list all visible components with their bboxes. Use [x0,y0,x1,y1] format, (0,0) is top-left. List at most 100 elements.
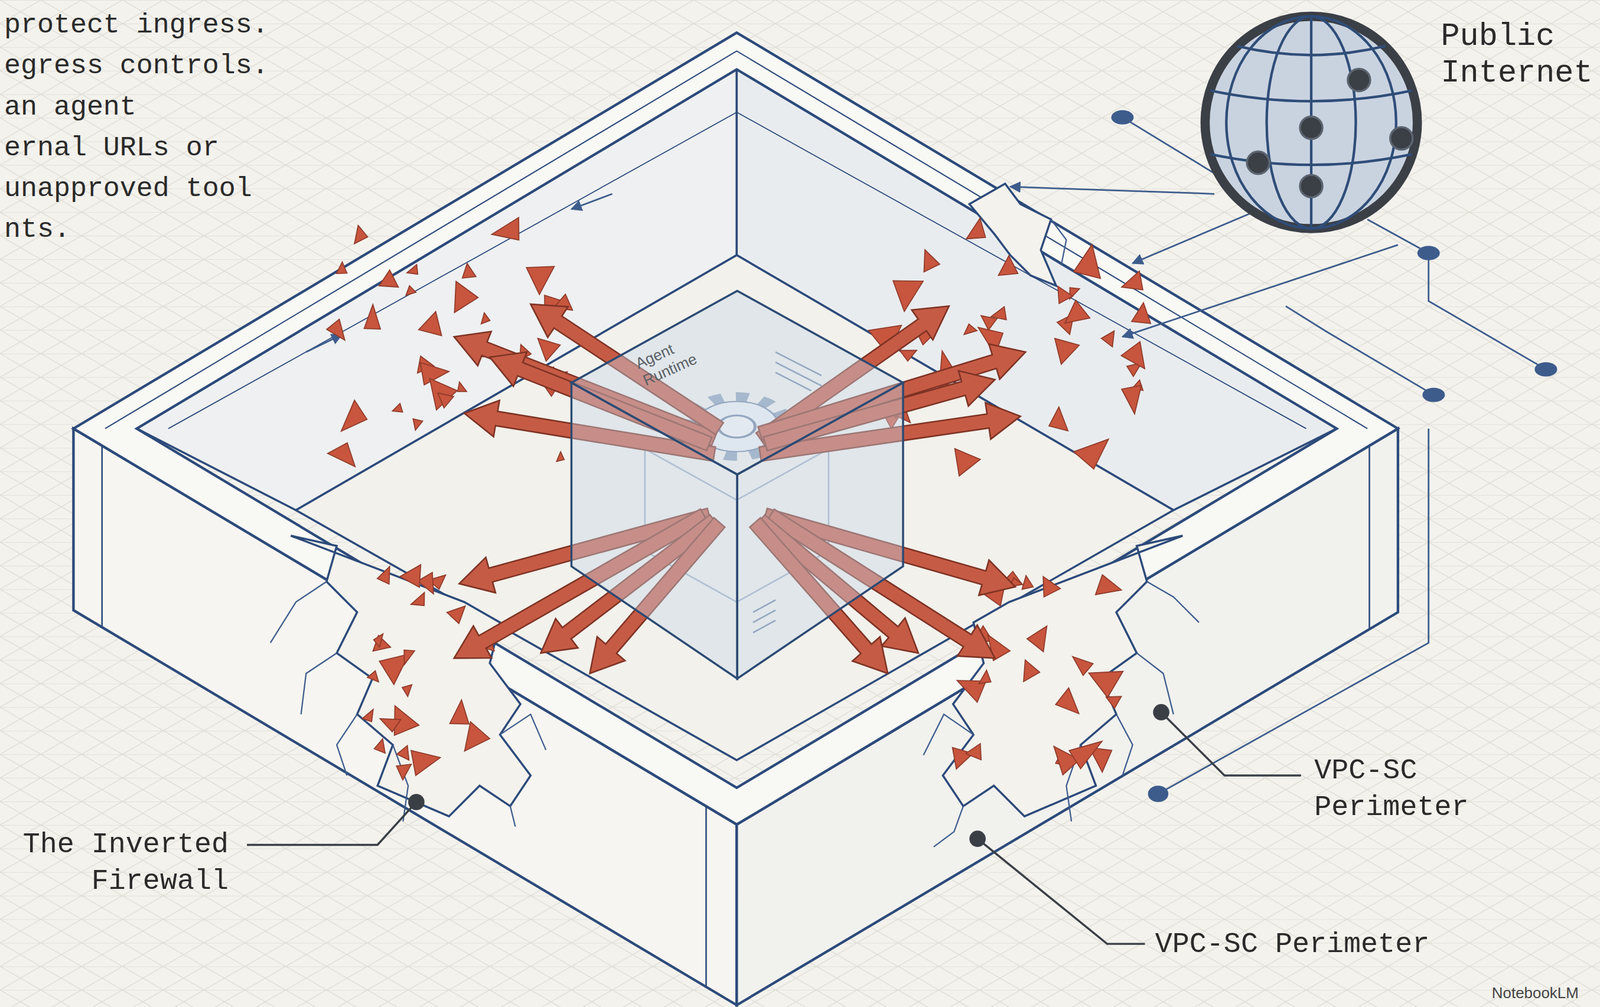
debris-shard [399,564,421,588]
globe-node [1299,174,1323,198]
note-text: an agent [4,89,137,125]
crack-lines [270,219,1199,847]
debris-shard [899,350,917,361]
debris-shard [537,338,560,361]
debris-shard [402,684,412,697]
debris-shard [326,318,345,340]
cube-shape [571,290,904,679]
globe-node [1347,68,1371,91]
debris-shard [1023,659,1040,681]
debris-shard [405,285,416,296]
debris-shard [447,605,466,624]
note-text: nts. [4,212,71,247]
debris-shard [418,311,442,336]
debris-shard [923,249,940,272]
wall-edge [705,806,707,987]
debris-shard [454,281,479,313]
globe-node [1299,116,1323,139]
explosion [326,217,1151,780]
note-text: ernal URLs or [4,130,220,166]
watermark: NotebookLM [1491,983,1579,1002]
debris-shard [966,218,986,240]
globe-node [1246,151,1270,175]
globe-node [1390,126,1413,150]
node-label: Public Internet [1440,18,1600,92]
debris-shard [341,400,368,432]
callout-label: VPC-SC Perimeter [1314,753,1529,827]
debris-shard [491,217,520,240]
debris-shard [1121,341,1145,370]
note-text: egress controls. [4,49,269,84]
debris-shard [396,764,412,780]
debris-shard [556,451,565,462]
debris-shard [412,418,423,430]
leader-dots [408,704,1170,847]
runtime-cube: Agent Runtime [571,290,904,679]
debris-shard [406,264,418,275]
debris-shard [377,566,390,585]
debris-shard [998,255,1018,276]
debris-shard [1021,575,1034,590]
wall-edge [1368,445,1371,630]
debris-shard [411,750,441,776]
debris-shard [1057,286,1073,304]
debris-shard [1101,330,1115,347]
debris-shard [965,743,982,760]
debris-shard [1064,300,1090,324]
debris-shard [403,650,415,665]
debris-shard [1043,576,1061,598]
debris-shard [457,382,467,392]
debris-shard [893,280,924,312]
wall-edge [100,445,103,628]
callout-label: VPC-SC Perimeter [1155,926,1430,964]
debris-shard [362,709,373,722]
debris-shard [396,745,410,761]
debris-shard [1121,271,1143,290]
debris-shard [1054,338,1080,365]
debris-shard [991,306,1007,320]
debris-shard [1088,671,1123,698]
wall-rim [73,32,1399,825]
debris-shard [979,670,992,684]
debris-shard [429,378,458,410]
debris-shard [1069,741,1102,769]
debris-shard [373,633,384,647]
debris-shard [1055,688,1079,715]
debris-shard [336,262,348,274]
cube-top [571,290,904,475]
debris-shard [354,225,368,244]
debris-shard [380,718,402,732]
debris-shard [526,266,555,295]
debris-shard [1106,696,1122,709]
debris-shard [411,592,425,606]
leader-lines [246,712,1302,944]
debris-shard [367,670,379,683]
debris-shard [364,304,381,329]
note-text: protect ingress. [4,8,269,44]
debris-shard [374,738,386,754]
debris-shard [963,324,977,335]
globe-meridians [1210,16,1412,229]
debris-shard [379,269,399,288]
globe-shape [1198,10,1424,235]
debris-shard [1121,385,1142,415]
debris-shard [1048,406,1068,431]
note-text: unapproved tool [4,171,253,207]
debris-shard [955,448,981,477]
debris-shard [956,680,986,703]
globe-outline [1204,16,1417,229]
debris-shard [1095,574,1122,595]
debris-shard [1073,244,1101,279]
debris-shard [437,392,454,408]
debris-shard [981,315,997,331]
debris-shard [450,699,469,725]
debris-shard [462,263,477,279]
debris-shard [392,403,403,413]
debris-shard [1027,626,1048,652]
internet-globe: Public Internet [1198,10,1424,235]
debris-shard [1131,302,1151,324]
debris-shard [1073,439,1109,469]
debris-shard [464,721,491,751]
debris-shard [327,442,355,467]
